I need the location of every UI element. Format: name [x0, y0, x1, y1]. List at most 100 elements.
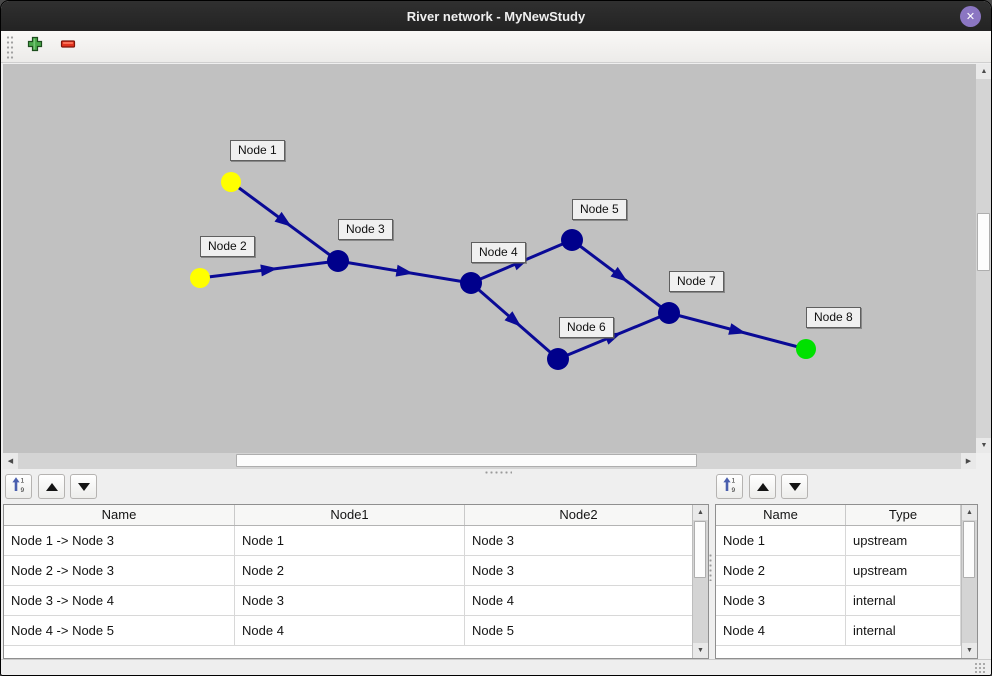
branches-sort-button[interactable]: 1 9 [5, 474, 32, 499]
resize-grip[interactable] [974, 662, 986, 674]
table-cell: Node 1 [235, 526, 465, 555]
scroll-up-icon[interactable]: ▲ [693, 505, 708, 520]
network-node[interactable] [561, 229, 583, 251]
horizontal-scroll-thumb[interactable] [236, 454, 697, 467]
node-label[interactable]: Node 7 [669, 271, 724, 292]
flow-direction-arrow-icon [260, 264, 278, 277]
table-cell: Node 2 -> Node 3 [4, 556, 235, 585]
node-label[interactable]: Node 5 [572, 199, 627, 220]
scroll-down-icon[interactable]: ▼ [976, 438, 991, 453]
column-header-node2[interactable]: Node2 [465, 505, 693, 525]
nodes-move-down-button[interactable] [781, 474, 808, 499]
vertical-splitter-handle[interactable] [708, 553, 713, 581]
table-cell: upstream [846, 526, 961, 555]
table-cell: internal [846, 586, 961, 615]
scroll-left-icon[interactable]: ◀ [3, 453, 18, 469]
sort-icon: 1 9 [721, 476, 738, 498]
node-label[interactable]: Node 2 [200, 236, 255, 257]
node-label[interactable]: Node 3 [338, 219, 393, 240]
network-node[interactable] [460, 272, 482, 294]
up-arrow-icon [756, 482, 769, 491]
table-cell: Node 3 [465, 526, 693, 555]
table-cell: upstream [846, 556, 961, 585]
table-cell: Node 4 [716, 616, 846, 645]
vertical-scroll-thumb[interactable] [694, 521, 706, 578]
network-node[interactable] [190, 268, 210, 288]
toolbar-grip-handle[interactable] [6, 34, 14, 59]
nodes-sort-button[interactable]: 1 9 [716, 474, 743, 499]
table-cell: Node 4 [235, 616, 465, 645]
column-header-node1[interactable]: Node1 [235, 505, 465, 525]
node-label[interactable]: Node 4 [471, 242, 526, 263]
svg-text:1: 1 [21, 477, 25, 484]
table-cell: Node 5 [465, 616, 693, 645]
vertical-scroll-thumb[interactable] [977, 213, 990, 271]
scroll-down-icon[interactable]: ▼ [693, 643, 708, 658]
sort-icon: 1 9 [10, 476, 27, 498]
scroll-up-icon[interactable]: ▲ [962, 505, 977, 520]
node-label[interactable]: Node 8 [806, 307, 861, 328]
table-cell: Node 1 -> Node 3 [4, 526, 235, 555]
branches-table-header: Name Node1 Node2 [4, 505, 708, 526]
status-bar [1, 659, 991, 675]
flow-direction-arrow-icon [610, 266, 628, 282]
column-header-name[interactable]: Name [4, 505, 235, 525]
table-cell: Node 3 [235, 586, 465, 615]
column-header-type[interactable]: Type [846, 505, 961, 525]
flow-direction-arrow-icon [728, 323, 747, 335]
node-label[interactable]: Node 6 [559, 317, 614, 338]
horizontal-splitter-handle[interactable] [484, 470, 512, 475]
down-arrow-icon [77, 482, 90, 491]
nodes-table-header: Name Type [716, 505, 977, 526]
network-node[interactable] [327, 250, 349, 272]
delete-node-button[interactable] [56, 35, 80, 59]
network-node[interactable] [796, 339, 816, 359]
network-node[interactable] [547, 348, 569, 370]
down-arrow-icon [788, 482, 801, 491]
svg-text:9: 9 [21, 487, 25, 493]
branches-table-scrollbar[interactable]: ▲ ▼ [692, 505, 708, 658]
title-bar[interactable]: River network - MyNewStudy ✕ [1, 1, 991, 31]
toolbar [1, 31, 991, 63]
vertical-scroll-thumb[interactable] [963, 521, 975, 578]
close-button[interactable]: ✕ [960, 6, 981, 27]
branches-move-up-button[interactable] [38, 474, 65, 499]
table-cell: Node 3 [716, 586, 846, 615]
canvas-horizontal-scrollbar[interactable]: ◀ ▶ [3, 453, 976, 469]
svg-text:9: 9 [732, 487, 736, 493]
network-canvas[interactable]: Node 1 Node 2 Node 3 Node 4 Node 5 Node 6 Node… [3, 64, 976, 453]
window-title: River network - MyNewStudy [406, 8, 586, 24]
scroll-right-icon[interactable]: ▶ [961, 453, 976, 469]
branches-move-down-button[interactable] [70, 474, 97, 499]
network-node[interactable] [221, 172, 241, 192]
flow-direction-arrow-icon [274, 211, 292, 227]
add-node-button[interactable] [23, 35, 47, 59]
flow-direction-arrow-icon [395, 264, 414, 277]
nodes-table-scrollbar[interactable]: ▲ ▼ [961, 505, 977, 658]
column-header-name[interactable]: Name [716, 505, 846, 525]
nodes-move-up-button[interactable] [749, 474, 776, 499]
canvas-vertical-scrollbar[interactable]: ▲ ▼ [976, 64, 991, 453]
scroll-up-icon[interactable]: ▲ [976, 64, 991, 79]
node-label[interactable]: Node 1 [230, 140, 285, 161]
table-cell: Node 3 [465, 556, 693, 585]
svg-text:1: 1 [732, 477, 736, 484]
network-node[interactable] [658, 302, 680, 324]
scroll-down-icon[interactable]: ▼ [962, 643, 977, 658]
close-icon: ✕ [965, 11, 976, 23]
table-cell: Node 4 [465, 586, 693, 615]
table-cell: internal [846, 616, 961, 645]
plus-icon [27, 36, 43, 57]
